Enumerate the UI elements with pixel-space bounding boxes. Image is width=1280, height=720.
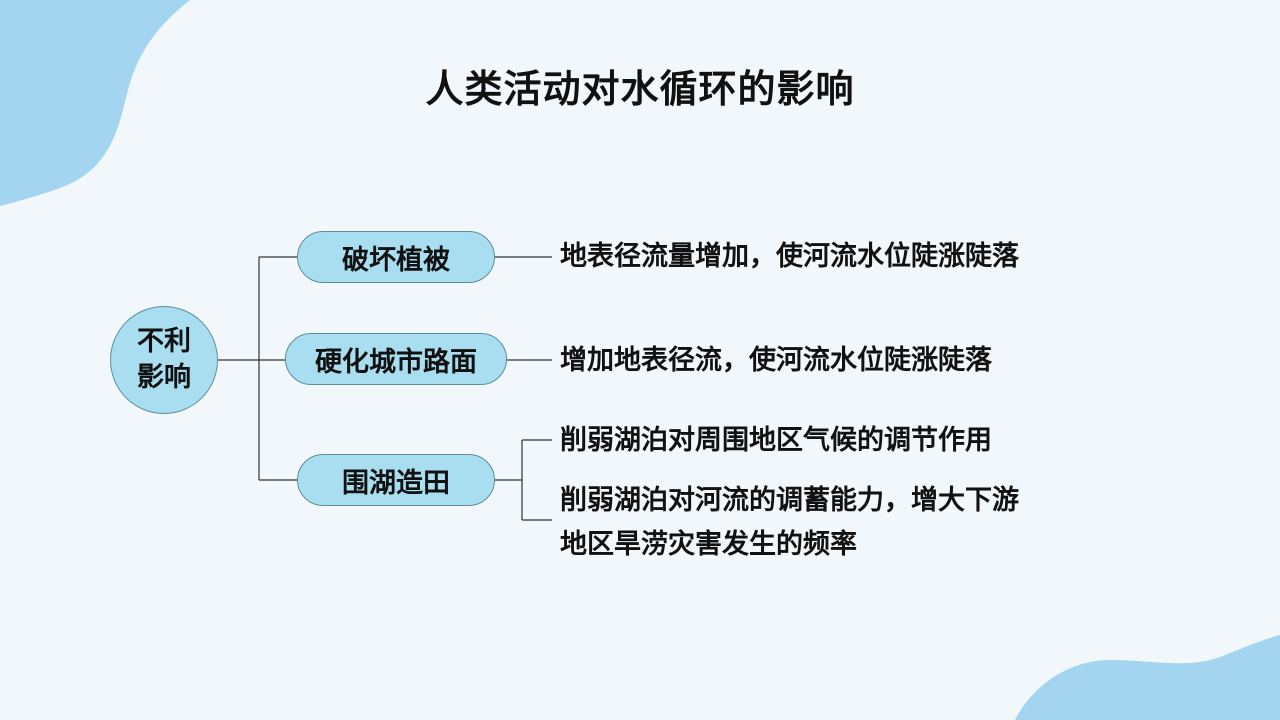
branch-node-reclamation: 围湖造田 — [297, 454, 495, 506]
root-node: 不利 影响 — [110, 306, 218, 414]
effect-reclamation-storage-line1: 削弱湖泊对河流的调蓄能力，增大下游 — [560, 485, 1019, 516]
root-label-line1: 不利 — [137, 326, 191, 357]
effect-reclamation-storage-line2: 地区旱涝灾害发生的频率 — [560, 529, 857, 560]
decorative-wave-bottom-right — [1015, 635, 1280, 720]
effect-reclamation-climate: 削弱湖泊对周围地区气候的调节作用 — [560, 425, 992, 456]
effect-vegetation: 地表径流量增加，使河流水位陡涨陡落 — [560, 241, 1019, 272]
decorative-wave-top-left — [0, 0, 200, 210]
branch-node-vegetation: 破坏植被 — [297, 231, 495, 283]
effect-paving: 增加地表径流，使河流水位陡涨陡落 — [560, 345, 992, 376]
page-title: 人类活动对水循环的影响 — [425, 67, 855, 111]
branch-node-paving: 硬化城市路面 — [285, 333, 507, 385]
root-label-line2: 影响 — [137, 362, 191, 393]
